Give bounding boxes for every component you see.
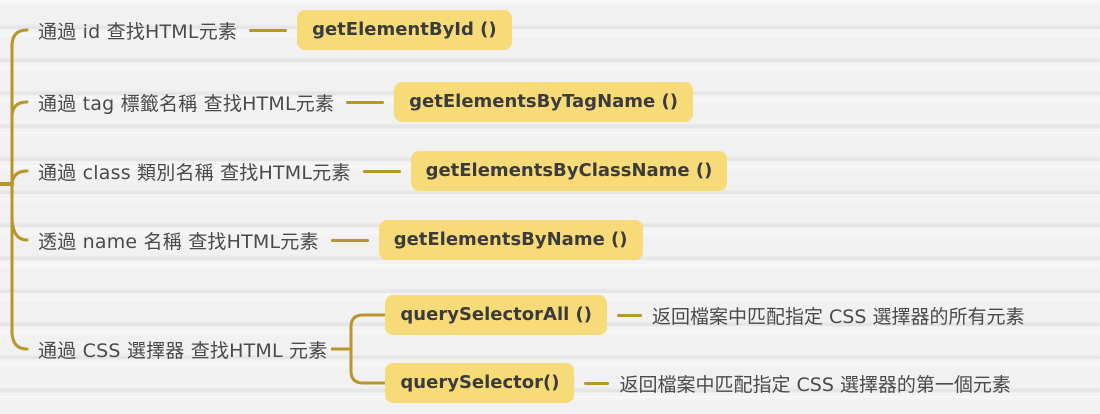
branch-row-css-selector: 通過 CSS 選擇器 查找HTML 元素 querySelectorAll ()… (38, 295, 1024, 403)
method-description[interactable]: 返回檔案中匹配指定 CSS 選擇器的第一個元素 (619, 373, 1011, 396)
branch-row: 透過 name 名稱 查找HTML元素 getElementsByName () (38, 220, 643, 260)
method-chip[interactable]: getElementsByClassName () (410, 151, 728, 191)
branch-curve-1 (10, 28, 29, 48)
method-description[interactable]: 返回檔案中匹配指定 CSS 選擇器的所有元素 (652, 305, 1025, 328)
method-chip[interactable]: getElementsByName () (378, 220, 643, 260)
branch-row: 通過 tag 標籤名稱 查找HTML元素 getElementsByTagNam… (38, 82, 693, 122)
children-bracket (331, 313, 386, 385)
bracket-bottom-curve (349, 347, 386, 385)
method-chip[interactable]: querySelector() (385, 363, 575, 403)
branch-label[interactable]: 通過 tag 標籤名稱 查找HTML元素 (38, 92, 335, 115)
connector-dash (362, 169, 401, 173)
connector-dash (584, 381, 610, 385)
connector-dash (330, 238, 369, 242)
branch-curve-5 (10, 329, 29, 351)
branch-row: 通過 class 類別名稱 查找HTML元素 getElementsByClas… (38, 151, 728, 191)
branch-row: 通過 id 查找HTML元素 getElementById () (38, 10, 512, 50)
branch-label[interactable]: 通過 id 查找HTML元素 (38, 20, 238, 43)
method-chip[interactable]: getElementsByTagName () (394, 82, 693, 122)
branch-label[interactable]: 透過 name 名稱 查找HTML元素 (38, 230, 319, 253)
branch-label[interactable]: 通過 class 類別名稱 查找HTML元素 (38, 161, 351, 184)
branch-curve-2 (10, 100, 29, 119)
branch-curve-3 (10, 169, 29, 188)
children-column: querySelectorAll () 返回檔案中匹配指定 CSS 選擇器的所有… (385, 295, 1024, 403)
branch-curve-4 (10, 214, 29, 242)
branch-label[interactable]: 通過 CSS 選擇器 查找HTML 元素 (38, 339, 328, 362)
tree-connector (0, 28, 29, 351)
connector-dash (346, 100, 385, 104)
bracket-top-curve (349, 313, 386, 351)
method-chip[interactable]: querySelectorAll () (385, 295, 607, 335)
connector-dash (617, 313, 642, 317)
connector-dash (249, 28, 288, 32)
child-row: querySelector() 返回檔案中匹配指定 CSS 選擇器的第一個元素 (385, 363, 1024, 403)
method-chip[interactable]: getElementById () (297, 10, 512, 50)
child-row: querySelectorAll () 返回檔案中匹配指定 CSS 選擇器的所有… (385, 295, 1024, 335)
